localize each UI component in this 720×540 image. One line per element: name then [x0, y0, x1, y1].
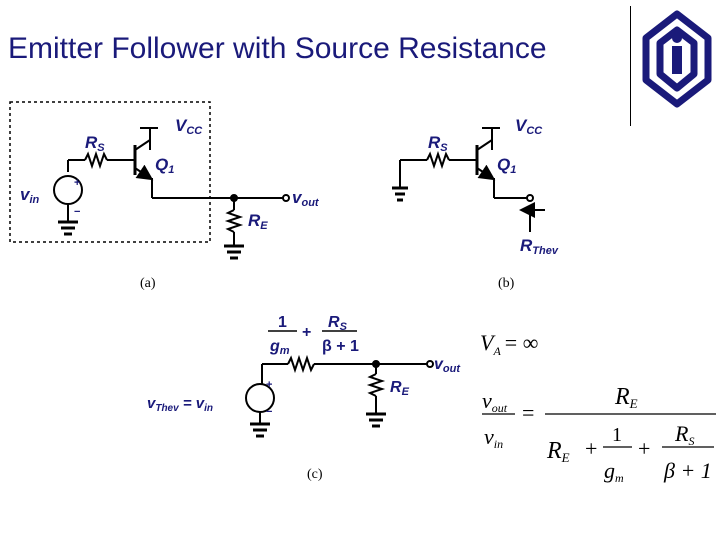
svg-text:vin: vin — [484, 424, 503, 451]
circuit-b — [392, 127, 545, 232]
svg-text:RS: RS — [674, 421, 694, 448]
svg-text:vin: vin — [20, 185, 40, 206]
svg-text:vout: vout — [434, 356, 461, 375]
caption-b: (b) — [498, 276, 515, 291]
svg-text:VCC: VCC — [175, 116, 203, 137]
slide-title: Emitter Follower with Source Resistance — [8, 32, 547, 65]
svg-text:RE: RE — [546, 438, 570, 465]
circuit-c-labels: 1 gm + RS β + 1 vThev = vin vout RE + − … — [147, 314, 461, 482]
re-resistor-c — [366, 373, 386, 397]
svg-text:β + 1: β + 1 — [663, 458, 712, 483]
university-logo-icon — [642, 10, 712, 108]
re-resistor-a — [224, 209, 244, 233]
rs-resistor — [84, 150, 108, 170]
circuit-a-labels: VCC RS Q1 vin vout RE + − (a) — [20, 116, 320, 291]
rs-resistor-b — [426, 150, 450, 170]
svg-text:−: − — [74, 206, 80, 218]
svg-text:VA= ∞: VA= ∞ — [480, 330, 538, 358]
caption-c: (c) — [307, 467, 323, 482]
svg-text:+: + — [638, 436, 650, 461]
svg-text:+: + — [585, 436, 597, 461]
svg-text:+: + — [74, 177, 80, 189]
thevenin-resistor — [287, 354, 315, 374]
svg-text:RE: RE — [390, 379, 410, 398]
circuit-c — [245, 330, 434, 438]
svg-text:RThev: RThev — [520, 236, 559, 257]
svg-text:gm: gm — [269, 338, 290, 357]
circuit-a — [9, 101, 290, 260]
circuit-b-labels: VCC RS Q1 RThev (b) — [428, 116, 559, 291]
svg-text:RE: RE — [614, 384, 638, 411]
svg-text:1: 1 — [612, 424, 622, 446]
svg-text:Q1: Q1 — [155, 155, 174, 176]
caption-a: (a) — [140, 276, 156, 291]
svg-text:−: − — [266, 406, 272, 418]
equation-gain: vout vin = RE RE + 1 gm + RS β + 1 — [482, 384, 716, 485]
svg-text:+: + — [266, 379, 272, 391]
svg-text:=: = — [522, 400, 534, 425]
svg-text:RS: RS — [328, 314, 348, 333]
svg-text:RS: RS — [428, 133, 448, 154]
svg-text:RE: RE — [248, 211, 268, 232]
svg-text:vout: vout — [292, 188, 320, 209]
svg-text:+: + — [302, 324, 311, 341]
circuit-a-dashed-box — [9, 101, 211, 243]
svg-text:1: 1 — [278, 314, 287, 331]
svg-text:β + 1: β + 1 — [322, 338, 359, 355]
title-divider — [630, 6, 631, 126]
svg-text:RS: RS — [85, 133, 105, 154]
svg-text:VCC: VCC — [515, 116, 543, 137]
svg-text:Q1: Q1 — [497, 155, 516, 176]
svg-text:gm: gm — [604, 458, 624, 485]
svg-text:vout: vout — [482, 388, 508, 415]
equation-va: VA= ∞ — [480, 330, 538, 358]
svg-text:vThev = vin: vThev = vin — [147, 395, 213, 414]
